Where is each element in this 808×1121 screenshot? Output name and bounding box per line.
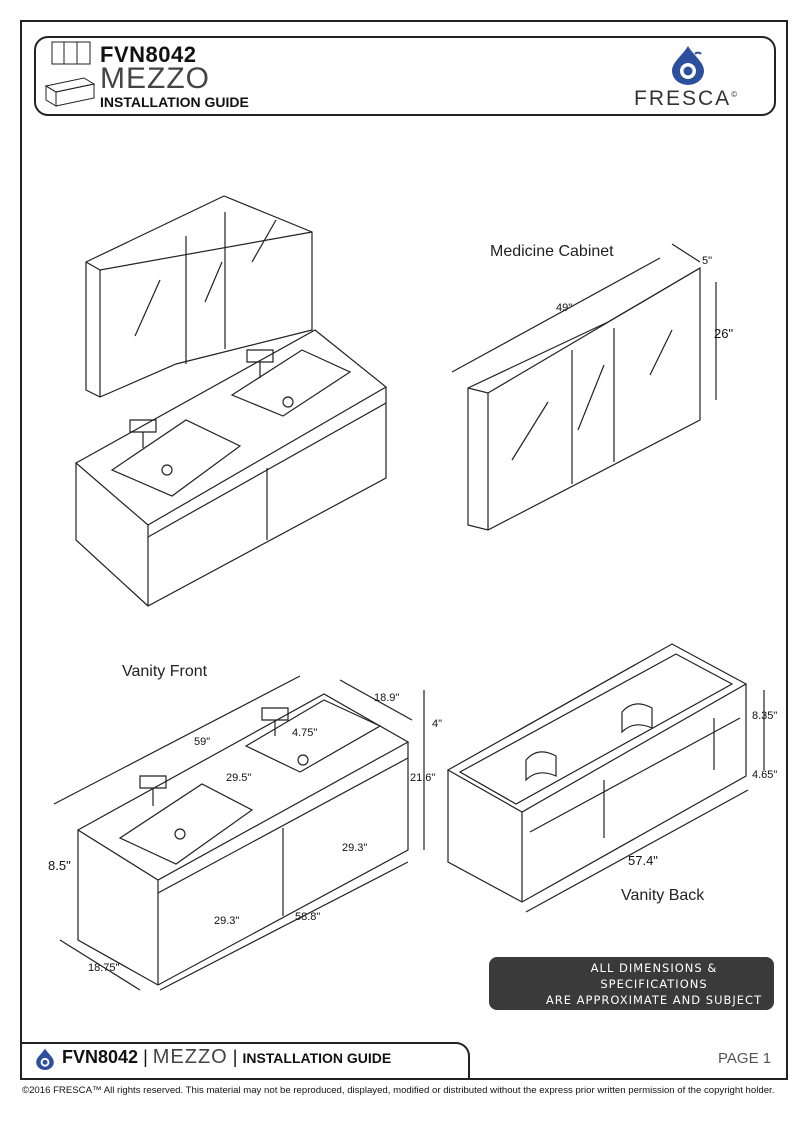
label-vanity-back: Vanity Back bbox=[621, 887, 705, 904]
dim-cabinet-width: 49" bbox=[556, 302, 573, 314]
dim-front-bottom-width: 58.8" bbox=[295, 911, 321, 923]
label-medicine-cabinet: Medicine Cabinet bbox=[490, 243, 614, 260]
vanity-front-drawing bbox=[53, 675, 425, 991]
dim-front-depth: 18.9" bbox=[374, 692, 400, 704]
medicine-cabinet-drawing bbox=[451, 243, 717, 531]
copyright-notice: ©2016 FRESCA™ All rights reserved. This … bbox=[22, 1085, 775, 1096]
dim-front-base-depth: 18.75" bbox=[88, 962, 120, 974]
dim-cabinet-depth: 5" bbox=[702, 255, 713, 267]
cabinet-drawing-top bbox=[85, 195, 313, 398]
model-number: FVN8042 bbox=[100, 42, 197, 67]
label-vanity-front: Vanity Front bbox=[122, 663, 208, 680]
fresca-footer-logo-icon bbox=[36, 1048, 54, 1070]
dim-front-top: 4" bbox=[432, 718, 443, 730]
disclaimer-box: ALL DIMENSIONS & SPECIFICATIONS ARE APPR… bbox=[489, 957, 774, 1039]
fresca-logo-icon bbox=[672, 46, 704, 85]
page-number: PAGE 1 bbox=[718, 1050, 772, 1067]
dim-front-faucet: 4.75" bbox=[292, 727, 318, 739]
dim-front-height: 21.6" bbox=[410, 772, 436, 784]
dim-front-width: 59" bbox=[194, 736, 211, 748]
dim-back-width: 57.4" bbox=[628, 853, 658, 868]
dim-front-drawer-right: 29.3" bbox=[342, 842, 368, 854]
vanity-back-drawing bbox=[446, 643, 765, 913]
header-box bbox=[34, 36, 776, 116]
dim-back-upper: 8.35" bbox=[752, 710, 778, 722]
dim-front-drawer-left: 29.3" bbox=[214, 915, 240, 927]
dim-back-lower: 4.65" bbox=[752, 769, 778, 781]
vanity-thumbnail-icon bbox=[44, 41, 96, 107]
footer-title: FVN8042 | MEZZO | INSTALLATION GUIDE bbox=[62, 1046, 392, 1068]
disclaimer-text: ALL DIMENSIONS & SPECIFICATIONS ARE APPR… bbox=[545, 961, 763, 1039]
page-border bbox=[20, 20, 788, 1080]
vanity-drawing-top bbox=[74, 329, 388, 607]
guide-title: INSTALLATION GUIDE bbox=[100, 94, 249, 110]
dim-front-side-depth: 8.5" bbox=[48, 858, 71, 873]
series-name: MEZZO bbox=[100, 62, 210, 95]
brand-name: FRESCA© bbox=[634, 87, 740, 110]
dim-cabinet-height: 26" bbox=[714, 326, 734, 341]
footer-box bbox=[20, 1042, 470, 1078]
dim-front-sink-spacing: 29.5" bbox=[226, 772, 252, 784]
